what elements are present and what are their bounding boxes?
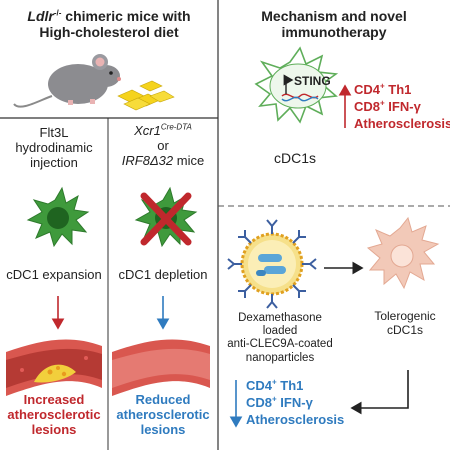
col2-label-irf8: IRF8Δ32 — [121, 152, 174, 168]
col2-cell-caption: cDC1 depletion — [118, 267, 208, 282]
healthy-vessel — [112, 339, 210, 396]
col2-label-sup: Cre-DTA — [160, 122, 192, 132]
tol-line1: Tolerogenic — [374, 309, 436, 323]
cdc1-expansion-cell — [26, 186, 90, 248]
right-title-line1: Mechanism and novel — [261, 8, 407, 24]
title-ldlr-sup: -/- — [53, 8, 62, 18]
up-cd8: CD8 — [354, 98, 381, 114]
down-atherosclerosis: Atherosclerosis — [246, 411, 345, 427]
col1-label-line1: Flt3L — [39, 125, 69, 140]
up-cd4: CD4 — [354, 82, 381, 97]
nano-line1: Dexamethasone loaded — [238, 312, 322, 338]
col1-result: Increased atherosclerotic lesions — [0, 392, 108, 438]
vessel-with-plaque — [6, 339, 102, 396]
up-cd4-sup: + — [380, 81, 385, 91]
col2-result-line3: lesions — [140, 421, 186, 437]
col1-treatment-label: Flt3L hydrodinamic injection — [0, 125, 108, 171]
col2-treatment-label: Xcr1Cre-DTA or IRF8Δ32 mice — [108, 122, 218, 169]
up-cd8-sup: + — [380, 98, 385, 108]
col2-label-or: or — [157, 137, 169, 153]
downregulated-list: CD4+ Th1 CD8+ IFN-γ Atherosclerosis — [246, 378, 344, 429]
col1-label-line3: injection — [30, 154, 78, 170]
upregulated-list: CD4+ Th1 CD8+ IFN-γ Atherosclerosis — [354, 82, 450, 133]
title-line1-rest: chimeric mice with — [61, 8, 191, 24]
cdc1s-label: cDC1s — [273, 150, 316, 166]
nano-line2: anti-CLEC9A-coated — [227, 338, 333, 351]
col1-result-line3: lesions — [31, 421, 77, 437]
outcome-arrow — [350, 370, 409, 415]
up-atherosclerosis: Atherosclerosis — [354, 115, 450, 131]
col2-label-xcr1: Xcr1 — [134, 123, 161, 138]
right-panel-title: Mechanism and novel immunotherapy — [218, 8, 450, 40]
nano-line3: nanoparticles — [245, 351, 315, 364]
down-cd4-rest: Th1 — [276, 378, 304, 393]
up-cd4-rest: Th1 — [384, 82, 412, 97]
down-cd8-rest: IFN-γ — [276, 394, 313, 410]
col1-result-line1: Increased — [23, 392, 85, 407]
cheese-pile-icon — [117, 80, 175, 111]
tolerogenic-caption: Tolerogenic cDC1s — [360, 309, 450, 338]
down-cd8-sup: + — [272, 394, 277, 404]
title-line2: High-cholesterol diet — [39, 24, 179, 41]
cdc1-depletion-cell — [134, 186, 198, 248]
col1-cell-caption: cDC1 expansion — [6, 267, 102, 282]
col2-result: Reduced atherosclerotic lesions — [108, 392, 218, 438]
sting-label: STING — [294, 74, 331, 88]
cdc1-sting-cell — [254, 46, 339, 124]
down-cd4-sup: + — [272, 377, 277, 387]
down-cd8: CD8 — [246, 394, 273, 410]
col2-result-line2: atherosclerotic — [116, 406, 210, 422]
col1-label-line2: hydrodinamic — [15, 139, 93, 155]
right-title-line2: immunotherapy — [281, 24, 387, 41]
down-cd4: CD4 — [246, 378, 273, 393]
mouse-illustration — [13, 54, 121, 108]
up-cd8-rest: IFN-γ — [384, 98, 421, 114]
left-panel-title: Ldlr-/- chimeric mice with High-choleste… — [0, 8, 218, 40]
tol-line2: cDC1s — [386, 322, 423, 337]
title-ldlr: Ldlr — [27, 8, 54, 24]
nanoparticle-icon — [227, 219, 317, 309]
tolerogenic-cell — [366, 216, 440, 290]
col1-result-line2: atherosclerotic — [7, 406, 101, 422]
col2-result-line1: Reduced — [135, 392, 191, 407]
col2-label-mice: mice — [173, 152, 205, 168]
nanoparticle-caption: Dexamethasone loaded anti-CLEC9A-coated … — [220, 312, 340, 365]
